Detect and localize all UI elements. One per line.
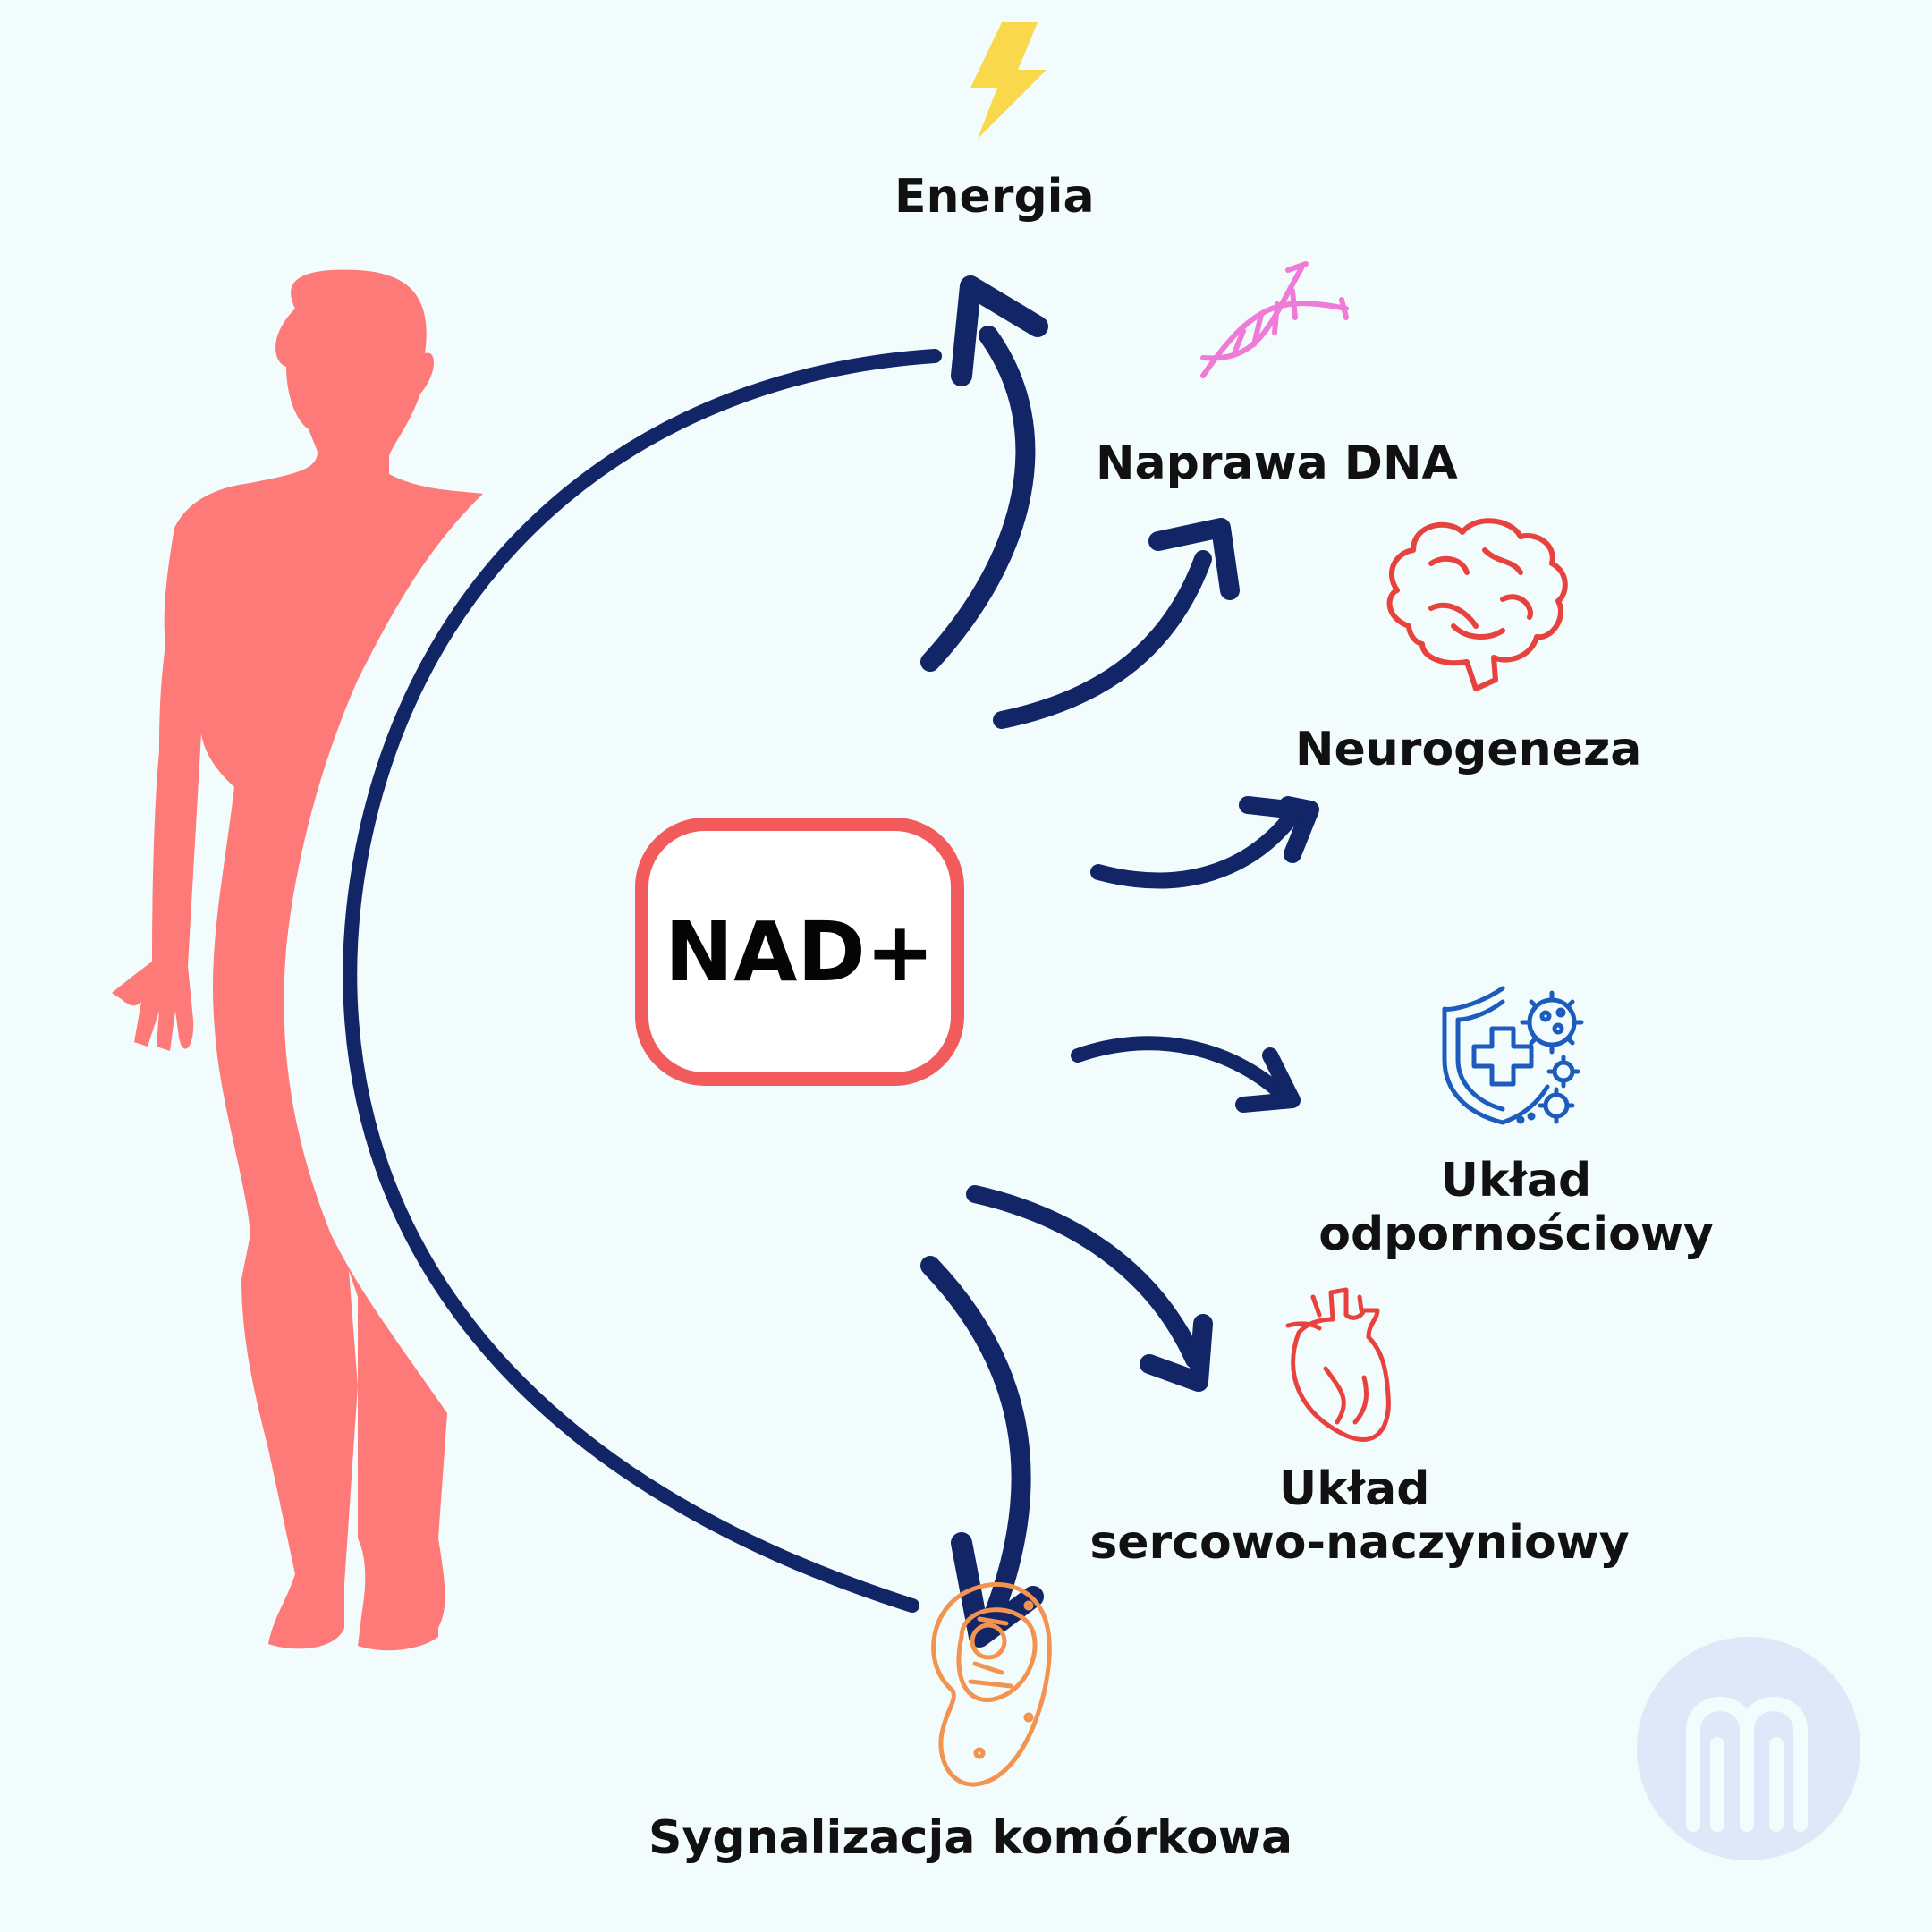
arrow-energy	[920, 326, 1036, 672]
arrowhead-neuro	[1239, 796, 1319, 863]
nad-label: NAD+	[665, 903, 935, 1000]
label-immune-line1: Układ	[1440, 1154, 1592, 1208]
arrow-immune	[1071, 1036, 1295, 1107]
label-cardiovascular-system: Układ sercowo-naczyniowy	[1064, 1462, 1655, 1570]
label-dna-repair: Naprawa DNA	[1096, 436, 1458, 490]
arrowhead-energy	[951, 275, 1048, 386]
arrow-dna	[993, 550, 1212, 729]
outer-arc	[343, 349, 942, 1613]
dna-helix-icon	[1200, 261, 1349, 378]
human-silhouette	[112, 269, 483, 1651]
arrow-cell	[920, 1256, 1031, 1638]
brain-icon	[1386, 518, 1568, 691]
arrowhead-cell	[951, 1532, 1044, 1648]
label-immune-system: Układ odpornościowy	[1306, 1154, 1726, 1261]
label-cardio-line1: Układ	[1279, 1462, 1430, 1516]
shield-virus-icon	[1442, 986, 1584, 1125]
arrow-cardio	[966, 1185, 1203, 1368]
label-immune-line2: odpornościowy	[1318, 1208, 1714, 1261]
arrows	[920, 275, 1319, 1648]
label-energy: Energia	[894, 170, 1095, 224]
arrowhead-dna	[1148, 518, 1240, 600]
brand-logo	[1637, 1637, 1860, 1860]
arrow-neuro	[1090, 801, 1305, 889]
cell-icon	[931, 1582, 1052, 1787]
lightning-icon	[970, 22, 1046, 139]
label-cell-signaling: Sygnalizacja komórkowa	[648, 1811, 1293, 1865]
label-cardio-line2: sercowo-naczyniowy	[1089, 1516, 1630, 1570]
nad-box: NAD+	[635, 818, 964, 1086]
label-neurogenesis: Neurogeneza	[1295, 723, 1642, 776]
arrowhead-immune	[1235, 1047, 1301, 1113]
arrowhead-cardio	[1140, 1314, 1213, 1392]
heart-icon	[1285, 1287, 1391, 1442]
